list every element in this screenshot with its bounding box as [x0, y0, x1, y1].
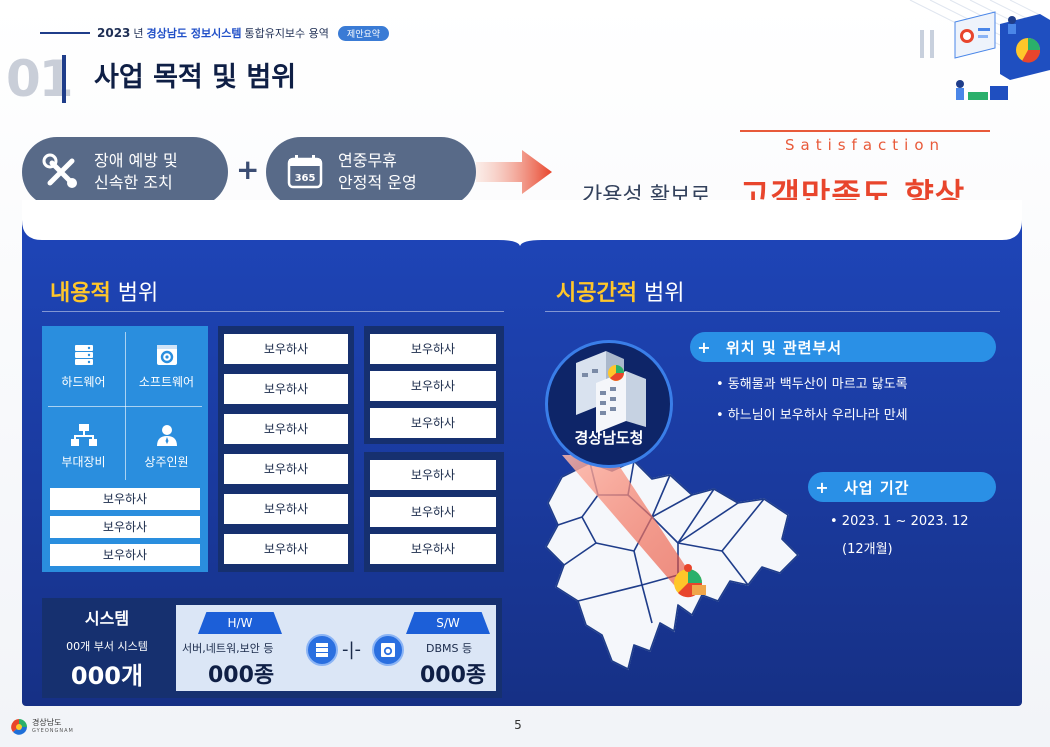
category-label: 상주인원 [144, 454, 189, 469]
gyeongnam-logo-icon [11, 719, 27, 735]
hw-count: 000종 [208, 663, 275, 688]
pill1-line1: 장애 예방 및 [94, 151, 178, 170]
server-icon [74, 344, 93, 365]
location-bullet: • 동해물과 백두산이 마르고 닳도록 [716, 377, 908, 392]
period-pill: + 사업 기간 [808, 472, 996, 502]
system-count: 000개 [70, 662, 144, 690]
tools-icon [34, 145, 88, 199]
scope-item: 보우하사 [370, 371, 496, 401]
category-divider-h [48, 406, 202, 407]
building-icon [576, 351, 646, 433]
period-label: 사업 기간 [844, 478, 910, 497]
header-org: 경상남도 정보시스템 [146, 27, 242, 40]
pill2-line2: 안정적 운영 [338, 173, 417, 192]
period-range: • 2023. 1 ~ 2023. 12 [830, 514, 969, 529]
sw-desc: DBMS 등 [426, 642, 473, 655]
category-item: 보우하사 [50, 544, 200, 566]
calendar-number: 365 [295, 173, 316, 184]
header-accent-line [40, 32, 90, 34]
section-bar [62, 55, 66, 103]
spatial-scope-highlight: 시공간적 [556, 281, 637, 306]
content-scope-rule [42, 311, 504, 312]
isometric-dashboard-illustration [909, 0, 1050, 100]
header-project: 통합유지보수 용역 [244, 27, 329, 40]
system-total: 시스템 00개 부서 시스템 000개 [42, 598, 172, 698]
header-year: 2023 [97, 26, 131, 40]
scope-item: 보우하사 [370, 460, 496, 490]
office-badge: 경상남도청 [545, 340, 673, 468]
pill2-line1: 연중무휴 [338, 151, 397, 170]
summary-badge: 제안요약 [337, 25, 390, 41]
content-scope-title: 내용적 범위 [50, 275, 158, 307]
scope-item: 보우하사 [224, 374, 348, 404]
scope-column-b-top: 보우하사 보우하사 보우하사 [364, 326, 504, 444]
category-box: 하드웨어 소프트웨어 부대장비 상주인원 보우하사 보우하사 보우하사 [42, 326, 208, 572]
person-icon [156, 424, 177, 446]
plus-operator: + [236, 153, 260, 186]
logo-sub: GYEONGNAM [32, 728, 74, 734]
plus-icon: + [815, 477, 829, 497]
document-header: 2023 년 경상남도 정보시스템 통합유지보수 용역 제안요약 [97, 25, 390, 41]
category-item: 보우하사 [50, 516, 200, 538]
period-months: (12개월) [842, 542, 893, 557]
sw-count: 000종 [420, 663, 487, 688]
right-arrow-icon [476, 150, 552, 194]
hw-tab: H/W [198, 612, 282, 634]
system-title: 시스템 [84, 609, 130, 628]
spatial-scope-rest: 범위 [636, 281, 685, 306]
scope-item: 보우하사 [224, 414, 348, 444]
satisfaction-word: Satisfaction [784, 136, 946, 154]
sw-tab: S/W [406, 612, 490, 634]
spatial-scope-title: 시공간적 범위 [556, 275, 684, 307]
office-label: 경상남도청 [574, 429, 644, 447]
page-number: 5 [514, 718, 522, 732]
category-item: 보우하사 [50, 488, 200, 510]
prevention-pill: 장애 예방 및 신속한 조치 [22, 137, 228, 207]
pill1-line2: 신속한 조치 [94, 173, 173, 192]
scope-item: 보우하사 [224, 494, 348, 524]
system-summary: 시스템 00개 부서 시스템 000개 H/W 서버,네트워,보안 등 000종… [42, 598, 502, 698]
scope-item: 보우하사 [370, 334, 496, 364]
hw-desc: 서버,네트워,보안 등 [182, 642, 274, 655]
header-year-suffix: 년 [133, 27, 144, 40]
scope-item: 보우하사 [370, 497, 496, 527]
scope-item: 보우하사 [224, 334, 348, 364]
category-staff: 상주인원 [125, 406, 208, 486]
category-equipment: 부대장비 [42, 406, 125, 486]
category-label: 소프트웨어 [138, 374, 195, 389]
location-label: 위치 및 관련부서 [726, 338, 843, 357]
software-gear-icon [156, 344, 177, 365]
scope-column-b-bottom: 보우하사 보우하사 보우하사 [364, 452, 504, 572]
system-breakdown: H/W 서버,네트워,보안 등 000종 -|- S/W DBMS 등 000종 [176, 605, 496, 691]
section-title: 사업 목적 및 범위 [94, 62, 297, 93]
category-label: 하드웨어 [61, 374, 106, 389]
content-scope-highlight: 내용적 [50, 281, 111, 306]
scope-item: 보우하사 [370, 408, 496, 438]
software-gear-icon [372, 634, 404, 666]
logo-name: 경상남도 [32, 718, 62, 727]
category-hardware: 하드웨어 [42, 326, 125, 406]
panel-top-curve [22, 200, 1022, 246]
network-icon [70, 423, 97, 446]
category-label: 부대장비 [61, 454, 106, 469]
location-pill: + 위치 및 관련부서 [690, 332, 996, 362]
gyeongnam-logo: 경상남도 GYEONGNAM [10, 718, 74, 736]
spatial-scope-rule [545, 311, 1000, 312]
content-scope-rest: 범위 [110, 281, 159, 306]
operation-pill: 365 연중무휴 안정적 운영 [266, 137, 476, 207]
scope-item: 보우하사 [370, 534, 496, 564]
location-bullet: • 하느님이 보우하사 우리나라 만세 [716, 408, 908, 423]
system-subtitle: 00개 부서 시스템 [66, 640, 148, 653]
scope-column-a: 보우하사 보우하사 보우하사 보우하사 보우하사 보우하사 [218, 326, 354, 572]
server-icon [306, 634, 338, 666]
category-software: 소프트웨어 [125, 326, 208, 406]
satisfaction-rule [740, 130, 990, 132]
system-link: -|- [342, 639, 362, 660]
calendar-365-icon: 365 [278, 145, 332, 199]
scope-item: 보우하사 [224, 534, 348, 564]
gyeongnam-map [545, 455, 800, 671]
scope-item: 보우하사 [224, 454, 348, 484]
plus-icon: + [697, 337, 711, 357]
